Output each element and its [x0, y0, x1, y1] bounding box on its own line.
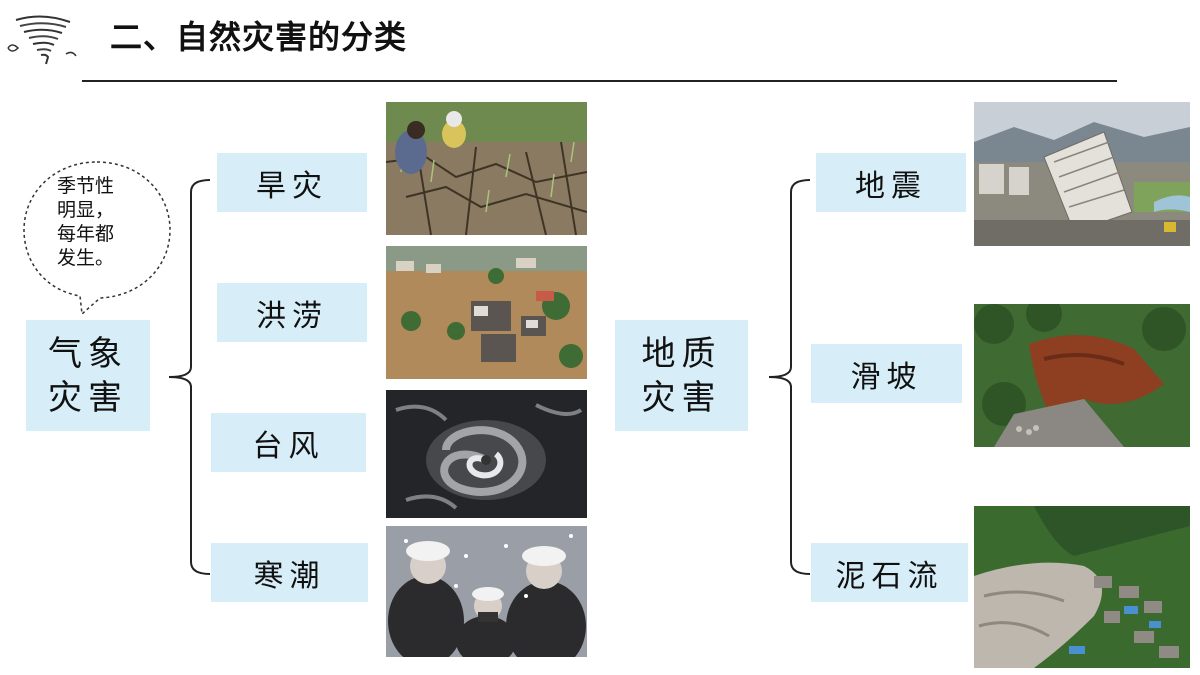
- item-label: 洪涝: [256, 298, 328, 334]
- item-label: 滑坡: [850, 359, 923, 395]
- item-box-debris-flow: 泥石流: [811, 543, 968, 602]
- tornado-icon: [2, 10, 80, 68]
- item-box-drought: 旱灾: [217, 153, 367, 212]
- speech-bubble-text: 季节性 明显， 每年都 发生。: [57, 175, 115, 269]
- item-label: 寒潮: [253, 558, 326, 594]
- cold-wave-photo: [386, 526, 587, 657]
- drought-photo: [386, 102, 587, 235]
- item-box-landslide: 滑坡: [811, 344, 962, 403]
- speech-bubble: [23, 161, 171, 316]
- landslide-photo: [974, 304, 1190, 447]
- title-divider: [82, 80, 1117, 82]
- item-label: 旱灾: [256, 168, 328, 204]
- earthquake-photo: [974, 102, 1190, 246]
- item-label: 台风: [252, 428, 325, 464]
- right-bracket: [768, 179, 811, 575]
- category-box-meteorological: 气象 灾害: [26, 320, 150, 431]
- flood-photo: [386, 246, 587, 379]
- category-box-geological: 地质 灾害: [615, 320, 748, 431]
- typhoon-photo: [386, 390, 587, 518]
- page-title: 二、自然灾害的分类: [110, 18, 408, 56]
- item-box-typhoon: 台风: [211, 413, 366, 472]
- item-box-flood: 洪涝: [217, 283, 367, 342]
- left-bracket: [168, 179, 211, 575]
- category-label: 地质 灾害: [641, 333, 722, 418]
- item-label: 地震: [855, 168, 927, 204]
- item-box-earthquake: 地震: [816, 153, 966, 212]
- category-label: 气象 灾害: [48, 333, 128, 418]
- debris-flow-photo: [974, 506, 1190, 668]
- item-box-cold-wave: 寒潮: [211, 543, 368, 602]
- item-label: 泥石流: [835, 558, 944, 594]
